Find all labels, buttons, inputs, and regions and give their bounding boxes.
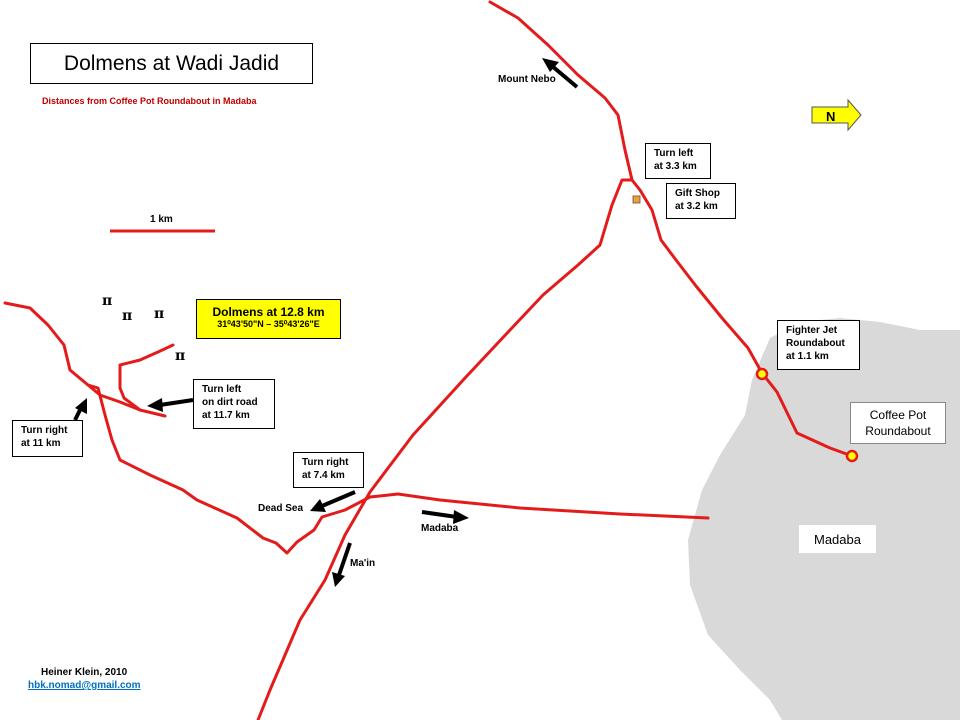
dolmens-coordinates: 31⁰43'50"N – 35⁰43'26"E: [217, 319, 320, 329]
box-line: at 3.2 km: [675, 201, 718, 212]
dolmen-symbol-3: π: [154, 306, 164, 322]
box-line: at 1.1 km: [786, 351, 829, 362]
box-line: Turn left: [654, 148, 694, 159]
dolmen-symbol-4: π: [175, 348, 185, 364]
label-mount-nebo: Mount Nebo: [498, 74, 556, 85]
label-madaba-town: Madaba: [799, 525, 876, 553]
arrow-madaba-icon: [421, 510, 469, 524]
arrow-main-icon: [332, 542, 352, 587]
arrow-dead-sea-icon: [310, 490, 356, 512]
box-line: on dirt road: [202, 397, 258, 408]
north-arrow: [811, 98, 862, 132]
scale-label: 1 km: [150, 214, 173, 225]
box-line: Fighter Jet: [786, 325, 838, 336]
north-label: N: [826, 109, 835, 124]
turn-right-11-box: Turn right at 11 km: [12, 420, 83, 457]
box-line: at 11.7 km: [202, 410, 250, 421]
fighter-jet-roundabout-marker: [755, 367, 769, 381]
label-madaba-road: Madaba: [421, 523, 459, 534]
box-line: at 7.4 km: [302, 470, 345, 481]
box-line: Roundabout: [786, 338, 845, 349]
road-junction-to-main: [256, 178, 634, 720]
turn-right-7-4-box: Turn right at 7.4 km: [293, 452, 364, 488]
credit-email-link[interactable]: hbk.nomad@gmail.com: [28, 680, 141, 691]
dolmens-location-box: Dolmens at 12.8 km 31⁰43'50"N – 35⁰43'26…: [196, 299, 341, 339]
box-line: at 11 km: [21, 438, 61, 449]
road-madaba-east: [368, 492, 710, 520]
box-line: Turn right: [21, 425, 68, 436]
credit-author: Heiner Klein, 2010: [41, 667, 128, 678]
arrow-turn-right-11-icon: [73, 398, 87, 421]
arrow-mount-nebo-icon: [542, 58, 579, 89]
dolmen-symbol-1: π: [102, 293, 112, 309]
road-dirt-branch: [118, 343, 175, 412]
label-main: Ma'in: [350, 558, 376, 569]
gift-shop-marker: [632, 195, 641, 204]
map-subtitle: Distances from Coffee Pot Roundabout in …: [42, 96, 257, 106]
fighter-jet-roundabout-box: Fighter Jet Roundabout at 1.1 km: [777, 320, 860, 370]
coffee-pot-roundabout-box: Coffee Pot Roundabout: [850, 402, 946, 444]
coffee-pot-roundabout-marker: [845, 449, 859, 463]
dolmen-symbol-2: π: [122, 308, 132, 324]
arrow-turn-left-dirt-icon: [147, 398, 194, 412]
box-line: Turn right: [302, 457, 349, 468]
box-line: Turn left: [202, 384, 242, 395]
map-title: Dolmens at Wadi Jadid: [30, 43, 313, 84]
box-line: Gift Shop: [675, 188, 720, 199]
gift-shop-box: Gift Shop at 3.2 km: [666, 183, 736, 219]
turn-left-3-3-box: Turn left at 3.3 km: [645, 143, 711, 179]
dolmens-distance: Dolmens at 12.8 km: [212, 305, 325, 319]
road-dead-sea: [3, 301, 372, 555]
label-dead-sea: Dead Sea: [258, 503, 304, 514]
road-dirt-dolmens: [86, 383, 167, 418]
box-line: Coffee Pot: [869, 408, 927, 422]
madaba-town-area: [688, 318, 960, 720]
road-madaba-to-junction: [630, 178, 854, 458]
road-mount-nebo: [488, 0, 634, 182]
box-line: Roundabout: [865, 424, 931, 438]
turn-left-dirt-road-box: Turn left on dirt road at 11.7 km: [193, 379, 275, 429]
box-line: at 3.3 km: [654, 161, 697, 172]
